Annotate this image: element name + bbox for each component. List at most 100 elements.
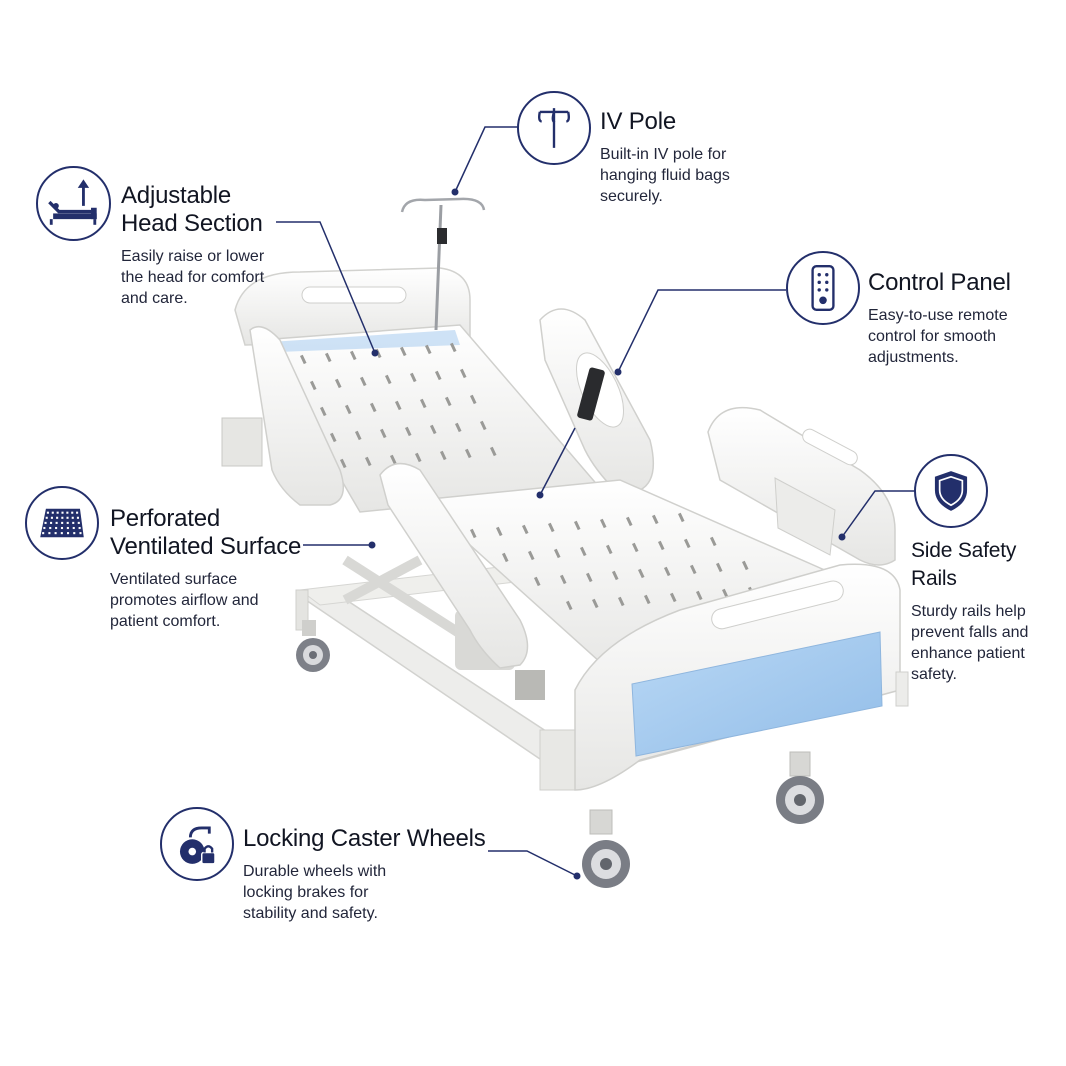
perforation-dot	[72, 521, 75, 524]
head-section-callout: Adjustable Head Section Easily raise or …	[121, 182, 264, 309]
perforation-slot	[439, 450, 447, 461]
perforation-dot	[71, 516, 74, 519]
front-side-rail	[379, 462, 529, 669]
perforation-slot	[380, 428, 387, 439]
perforation-dot	[66, 526, 69, 530]
perforation-dot	[56, 511, 59, 514]
perforation-slot	[528, 550, 535, 561]
caster-wheels-title: Locking Caster Wheels	[243, 825, 486, 852]
head-board	[221, 267, 471, 467]
perforation-slot	[390, 454, 397, 465]
caster-wheels-callout: Locking Caster Wheels Durable wheels wit…	[243, 825, 486, 924]
perforation-slot	[566, 600, 573, 611]
safety-rails-description: Sturdy rails help prevent falls and enha…	[911, 603, 1029, 683]
perforation-slot	[664, 566, 671, 577]
perforation-slot	[435, 370, 442, 381]
perforation-slot	[449, 342, 457, 353]
perforation-slot	[355, 430, 362, 441]
perforation-slot	[501, 552, 509, 563]
perforation-slot	[678, 512, 685, 523]
perforation-slot	[395, 400, 402, 411]
perforation-slot	[330, 432, 337, 443]
perforation-dot	[60, 532, 63, 535]
perforation-dot	[79, 532, 82, 535]
perforation-slot	[612, 570, 619, 581]
control-panel-description: Easy-to-use remote control for smooth ad…	[868, 307, 1008, 366]
perforation-slot	[420, 398, 427, 409]
shield-icon	[914, 454, 988, 528]
perforation-slot	[626, 516, 633, 527]
iv-pole-callout: IV Pole Built-in IV pole for hanging flu…	[600, 108, 730, 207]
perforation-dot	[67, 532, 70, 535]
perforation-slot	[652, 514, 659, 525]
safety-rails-callout: Side Safety Rails Sturdy rails help prev…	[911, 537, 1066, 685]
left-head-rail	[249, 325, 345, 506]
perforation-dot	[61, 516, 64, 519]
perforation-slot	[364, 456, 372, 467]
perforation-slot	[592, 598, 599, 609]
perforation-slot	[300, 354, 307, 365]
perforation-dot	[78, 526, 81, 530]
perforation-slot	[310, 380, 317, 391]
perforation-dot	[46, 511, 49, 514]
perforation-slot	[560, 574, 567, 585]
caster-wheels-description: Durable wheels with locking brakes for s…	[243, 863, 387, 922]
perforation-dot	[48, 532, 51, 535]
perforation-slot	[479, 420, 487, 431]
perforation-dot	[42, 532, 45, 535]
perforation-slot	[469, 394, 477, 405]
perforation-slot	[415, 452, 422, 463]
perforation-slot	[320, 406, 327, 417]
perforation-slot	[716, 562, 723, 573]
perforation-slot	[360, 376, 367, 387]
perforated-surface-title: Perforated Ventilated Surface	[110, 505, 302, 560]
perforation-dot	[60, 526, 64, 530]
perforation-dot	[61, 521, 64, 524]
head-section-title: Adjustable Head Section	[121, 182, 263, 237]
perforation-slot	[489, 446, 497, 457]
perforation-slot	[606, 544, 613, 555]
perforation-slot	[465, 448, 472, 459]
perforation-slot	[632, 542, 639, 553]
control-panel-callout: Control Panel Easy-to-use remote control…	[868, 269, 1011, 368]
perforation-dot	[66, 511, 69, 514]
perforation-dot	[44, 521, 47, 524]
right-head-rail	[539, 308, 655, 491]
perforation-dot	[71, 511, 74, 514]
iv-pole	[400, 197, 486, 331]
leader-lines	[276, 126, 916, 877]
foot-board	[574, 563, 909, 791]
perforation-slot	[554, 548, 561, 559]
perforation-dot	[54, 532, 57, 535]
perforation-slot	[580, 546, 587, 557]
perforation-slot	[742, 560, 749, 571]
perforation-slot	[534, 576, 541, 587]
iv-pole-icon	[517, 91, 591, 165]
foot-side-rail	[707, 406, 896, 566]
perforation-slot	[350, 350, 357, 361]
perforation-slot	[684, 538, 691, 549]
perforation-slot	[618, 596, 625, 607]
perforation-slot	[670, 592, 677, 603]
perforation-slot	[469, 528, 477, 539]
perforation-dot	[76, 511, 79, 514]
perforated-surface-description: Ventilated surface promotes airflow and …	[110, 571, 259, 630]
perforation-slot	[658, 540, 665, 551]
perforation-slot	[690, 564, 697, 575]
perforation-dot	[49, 526, 52, 530]
perforation-dot	[66, 521, 69, 524]
perforation-slot	[522, 524, 529, 535]
perforation-slot	[334, 378, 342, 389]
perforation-dot	[76, 516, 79, 519]
perforation-slot	[409, 372, 417, 383]
perforation-slot	[696, 590, 703, 601]
perforation-slot	[638, 568, 645, 579]
perforation-dot	[73, 532, 76, 535]
safety-rails-title: Side Safety Rails	[911, 539, 1017, 590]
head-section-description: Easily raise or lower the head for comfo…	[121, 248, 265, 307]
perforation-dot	[61, 511, 64, 514]
perforation-slot	[722, 588, 729, 599]
perforated-grid-icon	[25, 486, 99, 560]
